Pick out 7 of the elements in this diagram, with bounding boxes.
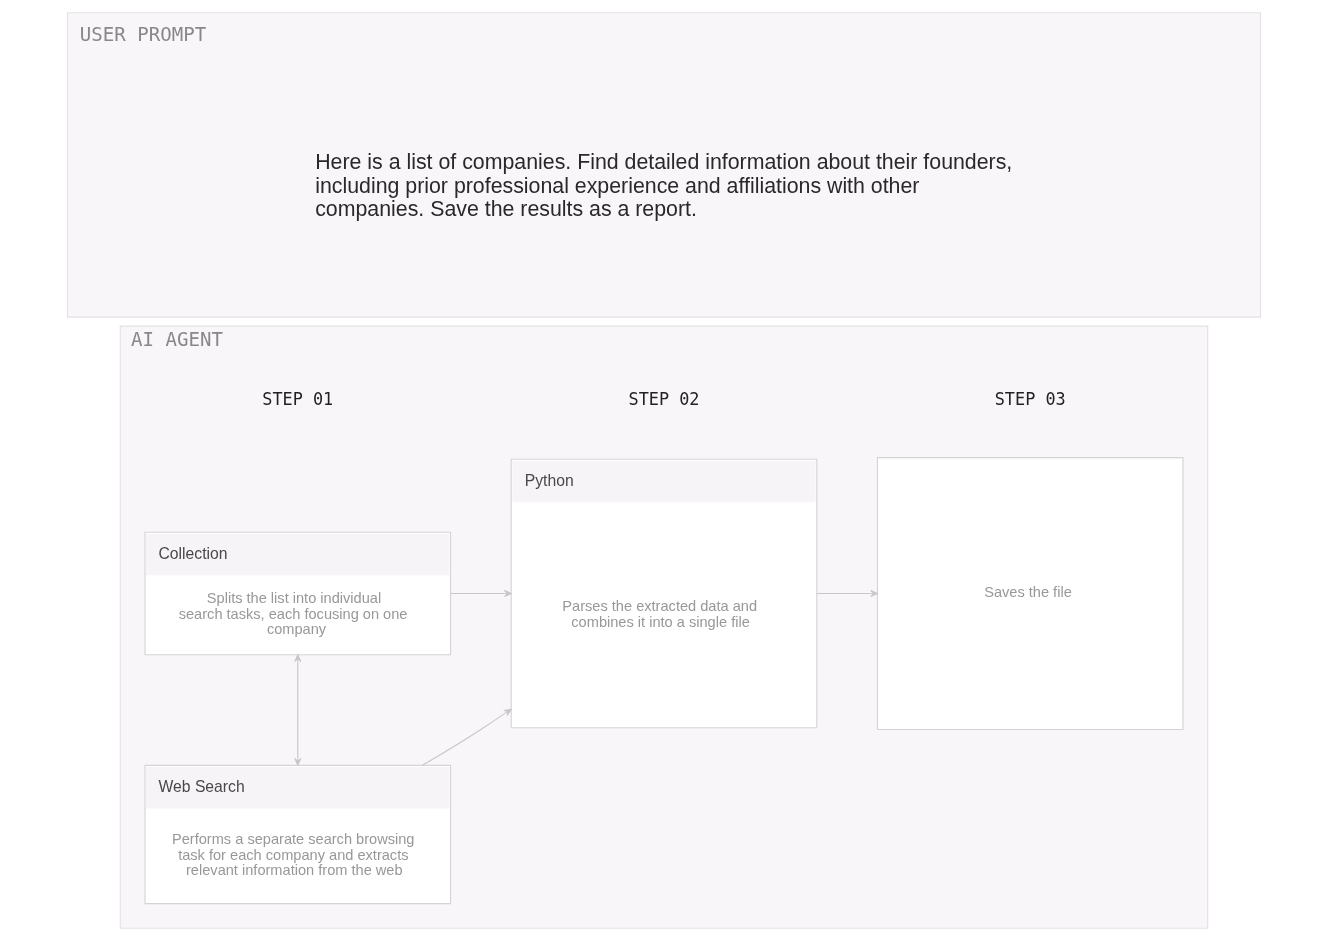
label: STEP 02 — [628, 389, 700, 410]
arrow — [422, 708, 512, 766]
label: STEP 01 — [262, 389, 334, 410]
label: STEP 03 — [994, 389, 1066, 410]
arrow — [450, 589, 512, 598]
arrow — [816, 589, 878, 598]
arrow — [294, 654, 302, 766]
